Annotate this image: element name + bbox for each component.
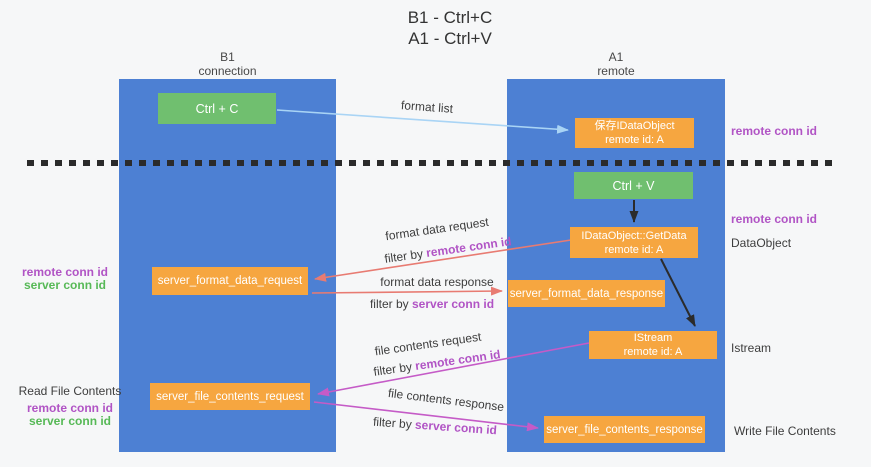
server-conn-id-label: server conn id (28, 414, 112, 428)
server-format-data-response-label: server_format_data_response (509, 287, 664, 300)
file-contents-response-flow-label: file contents response (387, 385, 505, 415)
right-column-role: remote (597, 64, 635, 78)
remote-conn-id-label: remote conn id (26, 401, 113, 415)
filter-prefix: filter by (372, 359, 413, 379)
write-file-contents-label: Write File Contents (734, 424, 836, 438)
filter-key: server conn id (414, 417, 498, 438)
format-list-flow-label: format list (400, 98, 454, 116)
server-conn-id-label: server conn id (23, 278, 107, 292)
remote-conn-id-label: remote conn id (731, 212, 818, 226)
format-data-response-filter-label: filter by server conn id (367, 297, 497, 311)
read-file-contents-label: Read File Contents (18, 384, 122, 398)
right-column-header: A1 remote (507, 50, 725, 78)
left-column-name: B1 (220, 50, 235, 64)
title-line-1: B1 - Ctrl+C (407, 8, 493, 27)
server-format-data-request-label: server_format_data_request (157, 275, 303, 287)
server-file-contents-response-label: server_file_contents_response (546, 423, 703, 436)
save-dataobject-line2: remote id: A (605, 134, 664, 146)
ctrl-v-box: Ctrl + V (574, 172, 693, 199)
title-line-2: A1 - Ctrl+V (408, 29, 492, 48)
left-file-conn-labels: Read File Contents remote conn id server… (15, 385, 125, 428)
server-file-contents-request-label: server_file_contents_request (156, 390, 304, 403)
filter-prefix: filter by (369, 297, 409, 311)
filter-key: server conn id (412, 297, 495, 311)
diagram-title: B1 - Ctrl+C A1 - Ctrl+V (285, 7, 615, 49)
filter-key: remote conn id (425, 234, 513, 260)
ctrl-c-box: Ctrl + C (158, 93, 276, 124)
dataobject-label: DataObject (731, 236, 792, 250)
left-format-conn-labels: remote conn id server conn id (15, 266, 115, 292)
istream-line1: IStream (633, 332, 673, 344)
left-column-role: connection (198, 64, 257, 78)
left-column-header: B1 connection (119, 50, 336, 78)
ctrl-c-label: Ctrl + C (195, 101, 239, 116)
phase-separator-dashed-line (27, 160, 832, 166)
filter-prefix: filter by (383, 246, 424, 266)
ctrl-v-label: Ctrl + V (612, 178, 655, 193)
server-format-data-request-box: server_format_data_request (152, 267, 308, 295)
idataobject-getdata-box: IDataObject::GetData remote id: A (570, 227, 698, 258)
server-file-contents-response-box: server_file_contents_response (544, 416, 705, 443)
server-file-contents-request-box: server_file_contents_request (150, 383, 310, 410)
file-contents-response-filter-label: filter by server conn id (370, 414, 501, 438)
format-data-response-flow-label: format data response (380, 275, 494, 289)
server-format-data-response-box: server_format_data_response (508, 280, 665, 307)
istream-side-label: Istream (731, 341, 772, 355)
right-column-name: A1 (608, 50, 624, 64)
save-dataobject-box: 保存IDataObject remote id: A (575, 118, 694, 148)
remote-conn-id-label: remote conn id (21, 265, 108, 279)
getdata-line2: remote id: A (604, 243, 664, 256)
istream-line2: remote id: A (623, 346, 683, 358)
remote-conn-id-label: remote conn id (731, 124, 818, 138)
istream-box: IStream remote id: A (589, 331, 717, 359)
save-dataobject-line1: 保存IDataObject (594, 120, 675, 132)
getdata-line1: IDataObject::GetData (581, 229, 687, 242)
filter-prefix: filter by (372, 414, 413, 432)
format-data-response-arrow (311, 286, 503, 296)
